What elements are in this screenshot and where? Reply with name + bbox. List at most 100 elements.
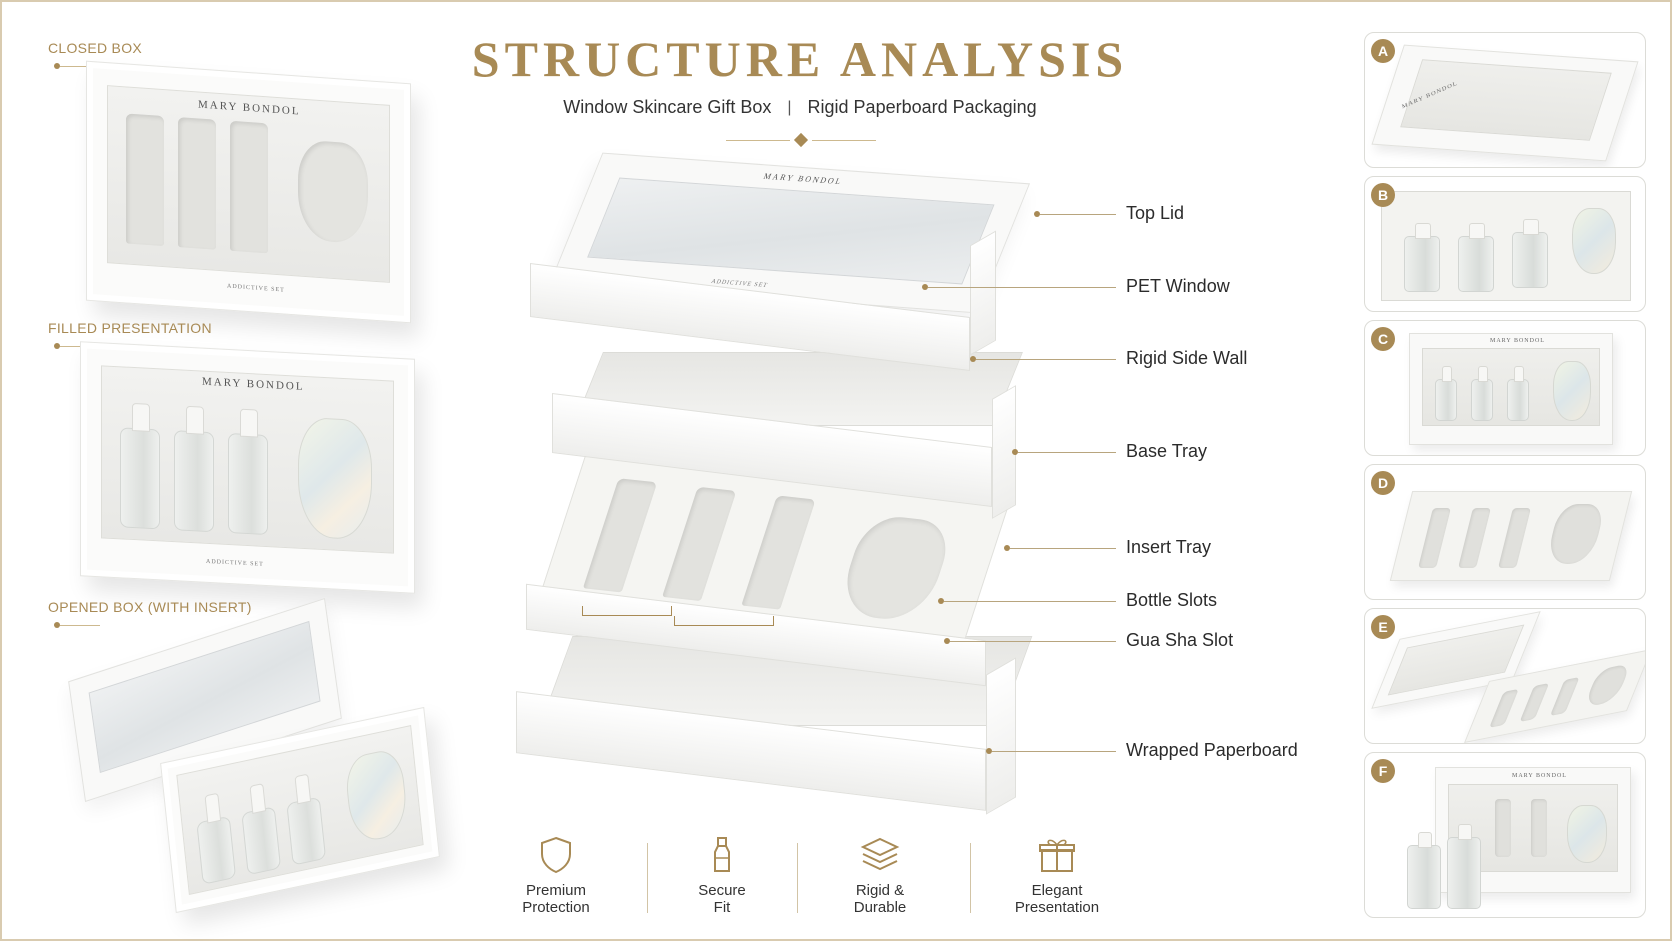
bottle-icon bbox=[714, 837, 730, 872]
serum-bottle bbox=[196, 815, 237, 885]
section-dot bbox=[54, 622, 60, 628]
thumb-insert bbox=[1381, 191, 1631, 301]
gua-sha-stone bbox=[298, 416, 372, 541]
filled-box-image: MARY BONDOL ADDICTIVE SET bbox=[80, 341, 415, 594]
callout-bottle-slots: Bottle Slots bbox=[1126, 590, 1218, 610]
callout-dot bbox=[944, 638, 950, 644]
layer-insert-tray bbox=[524, 452, 1024, 706]
serum-bottle bbox=[286, 796, 327, 866]
feature-divider bbox=[797, 843, 798, 913]
brand-label: MARY BONDOL bbox=[1512, 773, 1567, 779]
layers-icon bbox=[860, 837, 900, 871]
shield-icon bbox=[541, 836, 571, 874]
bottle-slot-bracket bbox=[674, 616, 774, 626]
callout-dot bbox=[970, 356, 976, 362]
bottle-slot bbox=[1498, 508, 1531, 568]
feature-secure-fit: Secure Fit bbox=[652, 836, 792, 916]
thumb-window bbox=[1400, 59, 1612, 141]
callout-line bbox=[928, 287, 1116, 288]
gua-sha-slot bbox=[1583, 663, 1632, 708]
serum-bottle bbox=[120, 427, 160, 530]
callout-rigid-side-wall: Rigid Side Wall bbox=[1126, 348, 1248, 368]
callout-dot bbox=[938, 598, 944, 604]
bottle-slot-bracket bbox=[582, 606, 672, 616]
callout-pet-window: PET Window bbox=[1126, 276, 1230, 296]
bottle-slot bbox=[1418, 508, 1451, 568]
layer-base-tray bbox=[552, 352, 1032, 532]
page-title: STRUCTURE ANALYSIS bbox=[471, 31, 1129, 87]
callout-insert-tray: Insert Tray bbox=[1126, 537, 1212, 557]
opened-tray-inside bbox=[176, 725, 424, 895]
feature-rigid-durable: Rigid & Durable bbox=[810, 836, 950, 916]
serum-bottle bbox=[1447, 824, 1481, 909]
thumbnail-c[interactable]: C MARY BONDOL bbox=[1364, 320, 1646, 456]
bottle-slot bbox=[178, 117, 216, 250]
feature-elegant-presentation: Elegant Presentation bbox=[987, 836, 1127, 916]
subtitle-material: Rigid Paperboard Packaging bbox=[807, 97, 1037, 117]
brand-label: MARY BONDOL bbox=[202, 375, 305, 393]
callout-line bbox=[944, 601, 1116, 602]
callout-gua-sha-slot: Gua Sha Slot bbox=[1126, 630, 1234, 650]
serum-bottle bbox=[1404, 223, 1440, 292]
section-label-opened-box: OPENED BOX (WITH INSERT) bbox=[48, 599, 252, 615]
section-line bbox=[60, 625, 100, 626]
thumbnail-badge: A bbox=[1371, 39, 1395, 63]
gua-sha-slot bbox=[298, 139, 368, 245]
thumbnail-badge: C bbox=[1371, 327, 1395, 351]
thumbnail-b[interactable]: B bbox=[1364, 176, 1646, 312]
serum-bottle bbox=[1471, 366, 1493, 421]
section-line bbox=[60, 66, 100, 67]
thumbnail-d[interactable]: D bbox=[1364, 464, 1646, 600]
thumb-lid: MARY BONDOL bbox=[1371, 44, 1639, 162]
gua-sha-stone bbox=[1567, 805, 1607, 863]
feature-line1: Premium bbox=[525, 882, 586, 899]
feature-premium-protection: Premium Protection bbox=[486, 836, 626, 916]
section-label-closed-box: CLOSED BOX bbox=[48, 40, 143, 56]
serum-bottle bbox=[174, 430, 214, 533]
thumb-insert-tray bbox=[1389, 491, 1633, 581]
ornament-line-right bbox=[812, 140, 876, 141]
subtitle: Window Skincare Gift Box | Rigid Paperbo… bbox=[0, 97, 1600, 118]
callout-line bbox=[976, 359, 1116, 360]
bottle-slot bbox=[126, 113, 164, 247]
callout-line bbox=[1040, 214, 1116, 215]
set-name-label: ADDICTIVE SET bbox=[227, 283, 285, 294]
feature-line1: Rigid & bbox=[855, 882, 905, 899]
subtitle-separator: | bbox=[787, 98, 792, 116]
subtitle-product: Window Skincare Gift Box bbox=[563, 97, 772, 117]
gua-sha-stone bbox=[1572, 208, 1616, 274]
serum-bottle bbox=[1407, 832, 1441, 909]
gua-sha-slot bbox=[1545, 504, 1606, 564]
callout-top-lid: Top Lid bbox=[1126, 203, 1185, 223]
serum-bottle bbox=[228, 432, 268, 536]
serum-bottle bbox=[1435, 366, 1457, 421]
section-line bbox=[60, 346, 80, 347]
callout-line bbox=[992, 751, 1116, 752]
feature-divider bbox=[647, 843, 648, 913]
feature-line2: Protection bbox=[522, 899, 590, 916]
gua-sha-stone bbox=[343, 746, 410, 845]
thumb-window bbox=[1422, 348, 1600, 426]
serum-bottle bbox=[241, 806, 282, 876]
section-dot bbox=[54, 63, 60, 69]
brand-label: MARY BONDOL bbox=[1490, 338, 1545, 344]
thumb-filled-box: MARY BONDOL bbox=[1409, 333, 1613, 445]
callout-dot bbox=[1004, 545, 1010, 551]
section-label-filled-presentation: FILLED PRESENTATION bbox=[48, 320, 212, 336]
bottle-slot bbox=[1531, 799, 1547, 857]
thumbnail-e[interactable]: E bbox=[1364, 608, 1646, 744]
thumbnail-f[interactable]: F MARY BONDOL bbox=[1364, 752, 1646, 918]
callout-base-tray: Base Tray bbox=[1126, 441, 1208, 461]
callout-wrapped-paperboard: Wrapped Paperboard bbox=[1126, 740, 1298, 760]
bottle-slot bbox=[230, 120, 268, 254]
serum-bottle bbox=[1458, 223, 1494, 292]
thumbnail-badge: D bbox=[1371, 471, 1395, 495]
callout-line bbox=[950, 641, 1116, 642]
bottle-slot bbox=[1458, 508, 1491, 568]
thumbnail-a[interactable]: A MARY BONDOL bbox=[1364, 32, 1646, 168]
pet-window bbox=[587, 177, 995, 285]
serum-bottle bbox=[1507, 366, 1529, 421]
feature-line2: Fit bbox=[713, 899, 731, 916]
thumbnail-badge: F bbox=[1371, 759, 1395, 783]
gift-icon bbox=[1039, 839, 1075, 872]
